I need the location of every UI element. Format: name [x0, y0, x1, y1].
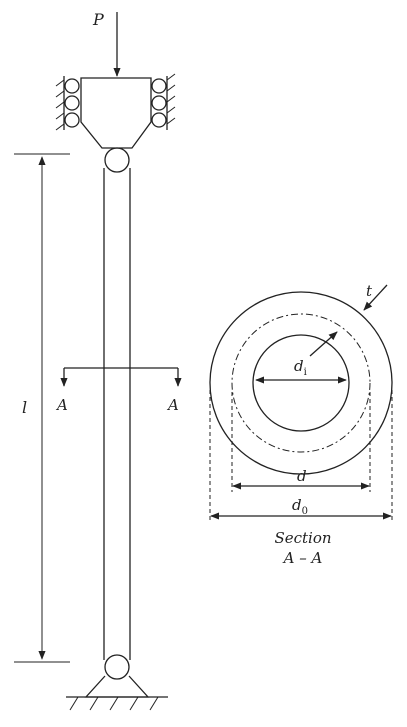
section-title: Section: [274, 529, 331, 547]
inner-leader-arrow: [309, 331, 338, 357]
top-support: [55, 73, 176, 173]
section-name: A – A: [282, 549, 323, 567]
length-label: l: [22, 398, 27, 417]
outer-diameter-label: d0: [292, 496, 308, 517]
cut-label-left: A: [55, 396, 68, 414]
inner-diameter-label: di: [294, 357, 307, 378]
mean-circle: [231, 313, 371, 453]
thickness-label: t: [366, 282, 373, 300]
outer-circle: [209, 291, 393, 475]
top-pin: [104, 147, 130, 173]
section-cut-line: [60, 367, 182, 387]
bottom-pin: [104, 654, 130, 680]
cut-label-right: A: [166, 396, 179, 414]
roller-right-3: [151, 112, 167, 128]
roller-right-2: [151, 95, 167, 111]
cross-section: [209, 284, 393, 522]
bottom-support: [66, 654, 168, 711]
roller-left-2: [64, 95, 80, 111]
thickness-arrow: [363, 284, 388, 311]
column-shaft: [103, 168, 131, 660]
roller-left-3: [64, 112, 80, 128]
mean-diameter-label: d: [297, 467, 307, 485]
inner-circle: [252, 334, 350, 432]
roller-right-1: [151, 78, 167, 94]
length-dimension: [14, 153, 70, 663]
load-label: P: [92, 10, 104, 29]
roller-left-1: [64, 78, 80, 94]
